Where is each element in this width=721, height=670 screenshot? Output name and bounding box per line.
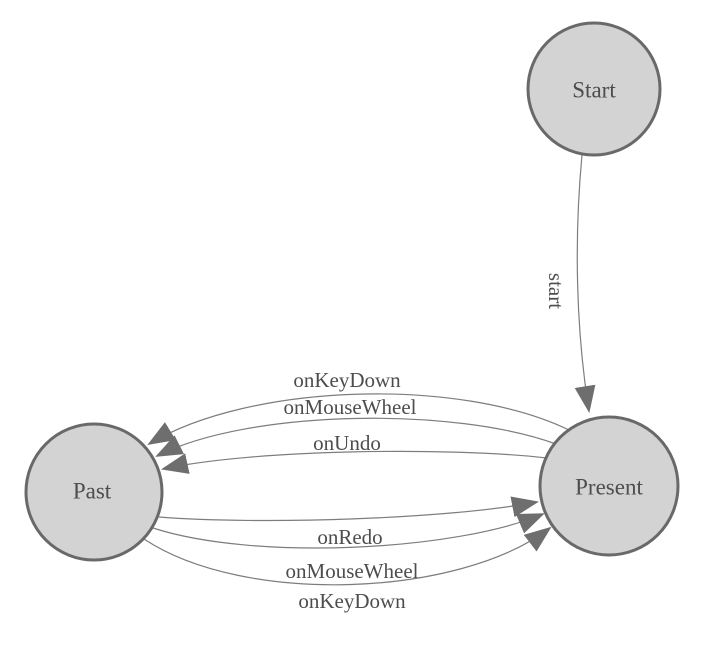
edge-label-onundo: onUndo [313,431,381,455]
edge-start-to-present[interactable] [574,154,596,413]
edge-label-onredo: onRedo [317,525,382,549]
node-present-circle[interactable] [538,415,680,557]
node-present[interactable]: Present [538,415,680,557]
node-start-circle[interactable] [526,21,662,157]
edge-present-to-past-onundo[interactable] [161,450,548,474]
node-past-circle[interactable] [24,422,164,562]
edge-past-to-present-onkeydown[interactable] [143,526,552,586]
edge-label-onmousewheel-upper: onMouseWheel [284,395,417,419]
edge-label-onkeydown-lower: onKeyDown [298,589,406,613]
node-past[interactable]: Past [24,422,164,562]
edge-past-to-present-onmousewheel[interactable] [152,513,545,549]
node-start-label: Start [572,78,616,103]
edge-label-start: start [544,273,568,309]
edge-present-to-past-onkeydown[interactable] [147,393,570,446]
edge-present-to-past-onmousewheel[interactable] [155,417,557,457]
edge-past-to-present-onredo[interactable] [158,496,539,522]
nodes: Start Past Present [24,21,680,562]
node-present-label: Present [575,475,643,500]
edge-label-onkeydown-upper: onKeyDown [293,368,401,392]
node-start[interactable]: Start [526,21,662,157]
node-past-label: Past [73,479,112,504]
edges [143,154,596,586]
edge-label-onmousewheel-lower: onMouseWheel [286,559,419,583]
edge-labels: start onKeyDown onMouseWheel onUndo onRe… [284,273,568,613]
